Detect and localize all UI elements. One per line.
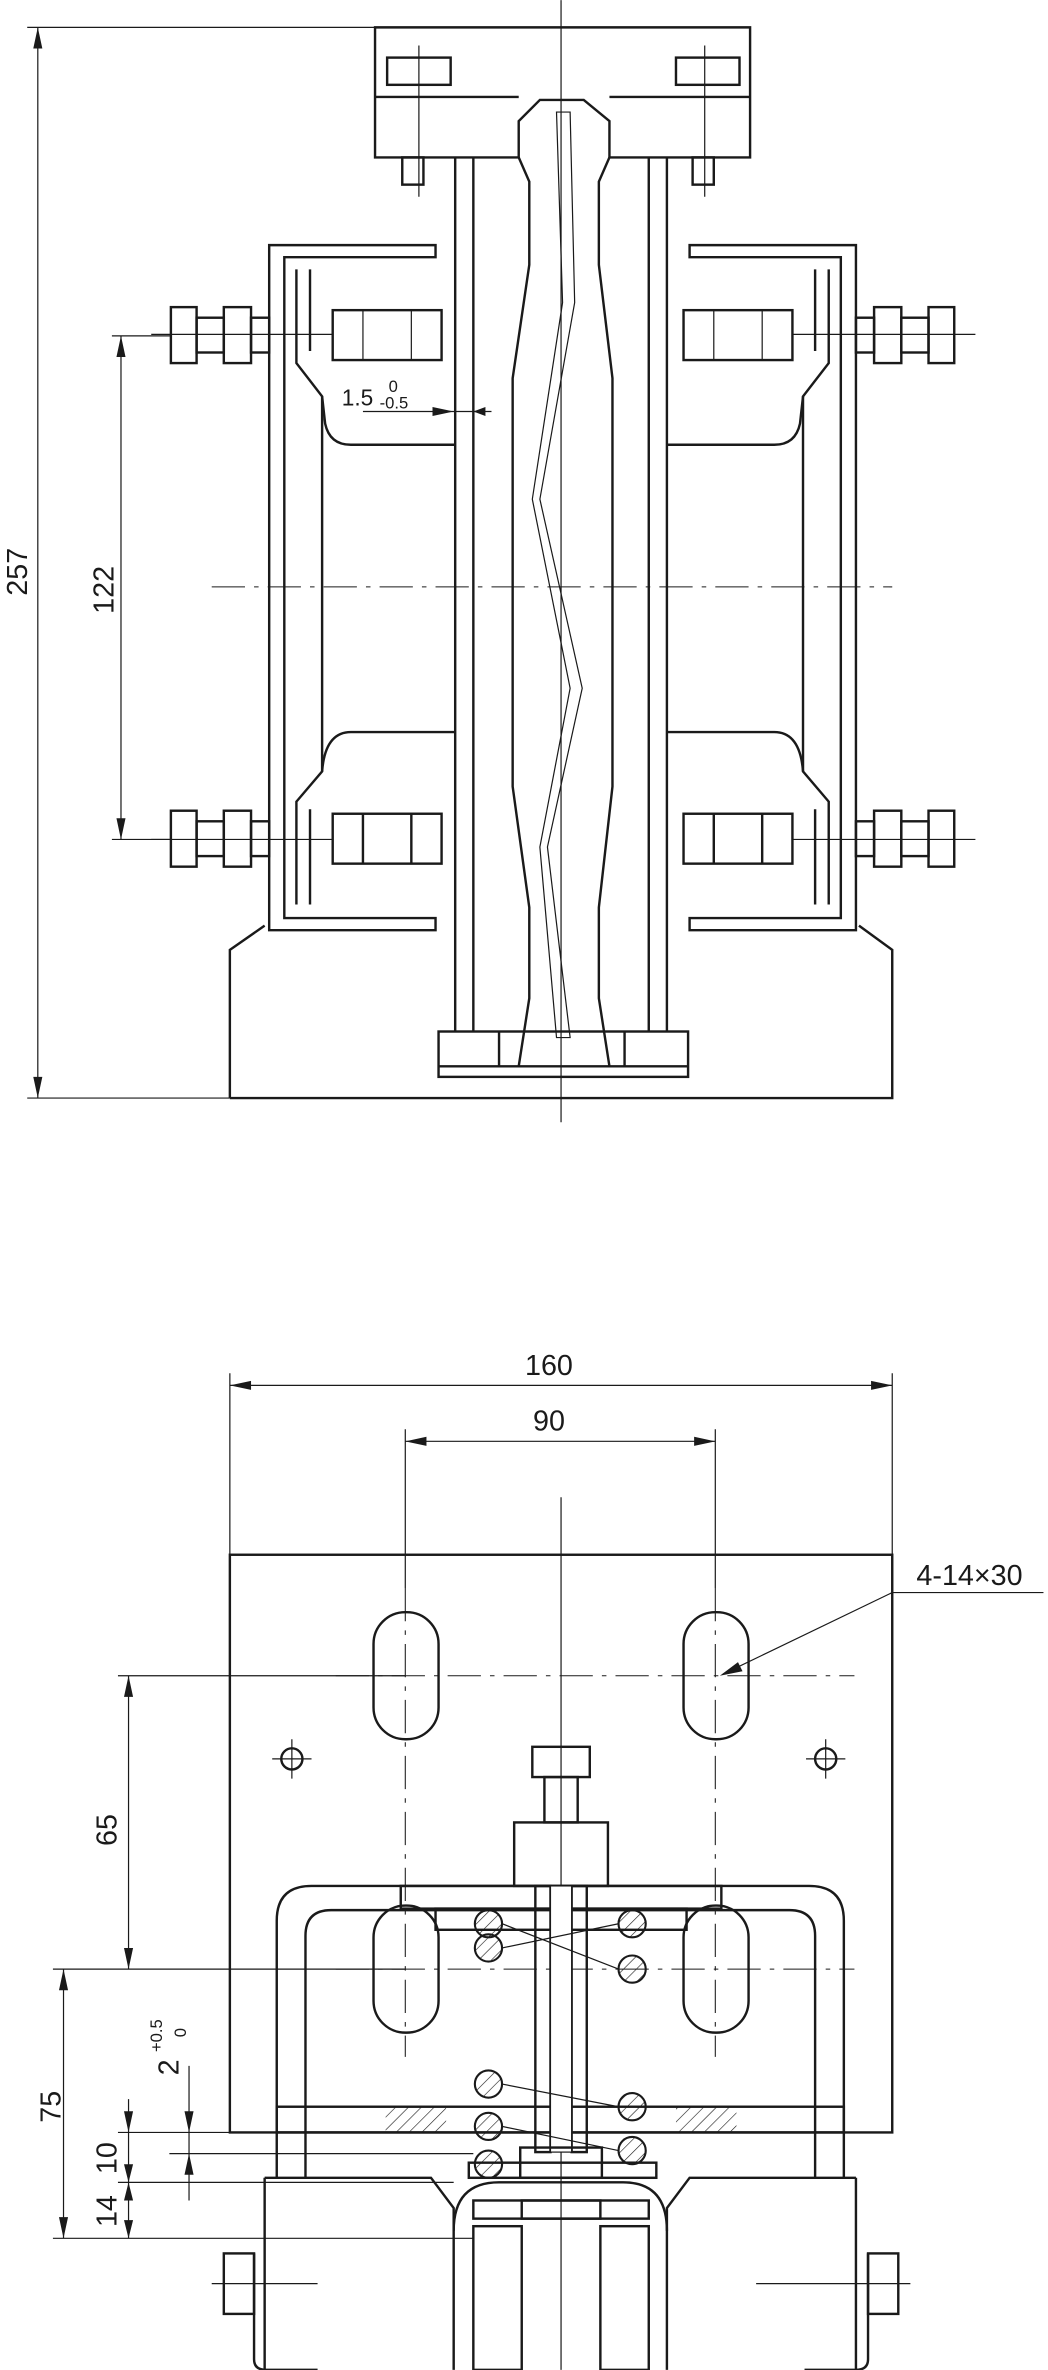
top-view: 257 122 1.5 0 -0.5 xyxy=(2,0,976,1123)
dimension-65: 65 xyxy=(52,1675,406,1970)
slot-callout: 4-14×30 xyxy=(719,1560,1044,1676)
dimension-10-14: 10 14 xyxy=(91,2099,454,2239)
slot-callout-label: 4-14×30 xyxy=(916,1560,1022,1592)
dim-65-label: 65 xyxy=(91,1814,123,1846)
left-bracket xyxy=(267,243,456,932)
dimension-clearance: 2 +0.5 0 xyxy=(147,2019,474,2201)
bolt-top-left xyxy=(151,305,333,365)
clearance-upper-tolerance: +0.5 xyxy=(147,2019,166,2052)
dim-90-label: 90 xyxy=(533,1406,565,1438)
dimension-90: 90 xyxy=(404,1406,716,1589)
dimension-122: 122 xyxy=(88,335,171,841)
clearance-nominal: 2 xyxy=(153,2059,185,2075)
dimension-75: 75 xyxy=(35,1969,474,2239)
spring-strip xyxy=(531,111,583,1039)
dim-75-label: 75 xyxy=(35,2091,67,2123)
mounting-slots xyxy=(272,1611,846,2034)
dim-257-label: 257 xyxy=(2,548,34,596)
bolt-bottom-left xyxy=(151,809,333,868)
clearance-lower-tolerance: 0 xyxy=(171,2028,190,2037)
bolt-top-right xyxy=(792,305,976,365)
right-bracket xyxy=(666,243,858,932)
dim-122-label: 122 xyxy=(88,566,120,614)
gap-lower-tolerance: -0.5 xyxy=(380,393,409,412)
base-block xyxy=(228,924,894,1100)
gap-nominal: 1.5 xyxy=(342,384,374,410)
bottom-view: 160 90 4-14×30 65 75 1 xyxy=(35,1350,1044,2370)
adjusting-bolts xyxy=(151,305,976,868)
center-bolt-springs xyxy=(467,1745,658,2180)
dimension-gap: 1.5 0 -0.5 xyxy=(342,377,492,417)
dimension-257: 257 xyxy=(2,26,376,1099)
top-clamp-plate xyxy=(373,26,752,197)
guide-rails xyxy=(453,111,669,1067)
dimension-160: 160 xyxy=(229,1350,893,1555)
dim-10-label: 10 xyxy=(91,2142,123,2174)
dim-160-label: 160 xyxy=(525,1350,573,1382)
gap-upper-tolerance: 0 xyxy=(389,377,398,396)
bolt-bottom-right xyxy=(792,809,976,868)
dim-14-label: 14 xyxy=(91,2195,123,2227)
